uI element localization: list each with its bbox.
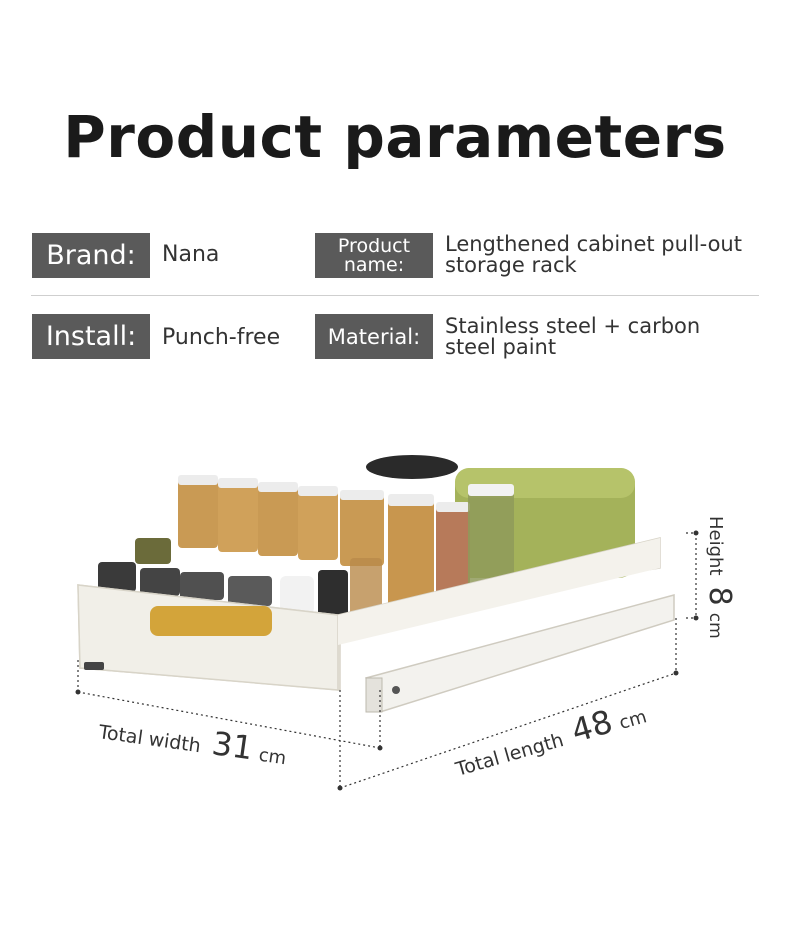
rack-foot xyxy=(84,662,104,670)
dimension-lines xyxy=(77,532,697,789)
material-value: Stainless steel + carbon steel paint xyxy=(445,316,700,358)
back-row-jars xyxy=(178,475,514,608)
product-name-label-line1: Product xyxy=(337,234,411,257)
page-title: Product parameters xyxy=(63,103,727,171)
brand-label-text: Brand: xyxy=(46,240,136,271)
slide-rail xyxy=(364,594,675,713)
product-name-value-line1: Lengthened cabinet pull-out xyxy=(445,232,742,256)
install-label-text: Install: xyxy=(45,321,137,352)
material-value-line2: steel paint xyxy=(445,335,557,359)
row-divider xyxy=(31,295,759,296)
total-width-text: Total width xyxy=(96,721,202,757)
height-label: Height 8 cm xyxy=(702,516,737,639)
product-illustration: Total width 31 cm Total length 48 cm Hei… xyxy=(75,455,737,791)
rack-body xyxy=(77,537,661,691)
product-name-label-line2: name: xyxy=(343,253,405,276)
material-value-line1: Stainless steel + carbon xyxy=(445,314,701,338)
product-name-value-line2: storage rack xyxy=(445,253,577,277)
install-label: Install: xyxy=(32,314,150,359)
total-length-label: Total length 48 cm xyxy=(449,693,650,784)
height-value: 8 xyxy=(702,587,737,606)
product-name-label: Product name: xyxy=(315,233,433,278)
front-row-jars xyxy=(98,538,382,616)
install-value: Punch-free xyxy=(162,325,281,350)
total-width-unit: cm xyxy=(257,745,287,770)
height-unit: cm xyxy=(705,613,725,639)
material-label-text: Material: xyxy=(327,324,421,349)
total-length-unit: cm xyxy=(617,706,649,734)
drawer-handle xyxy=(150,606,272,636)
total-width-label: Total width 31 cm xyxy=(96,708,290,772)
total-width-value: 31 xyxy=(210,724,256,767)
dimension-endpoints xyxy=(75,530,699,791)
material-label: Material: xyxy=(315,314,433,359)
brand-value: Nana xyxy=(162,242,220,267)
height-text: Height xyxy=(705,516,726,576)
product-name-value: Lengthened cabinet pull-out storage rack xyxy=(445,234,742,276)
brand-label: Brand: xyxy=(32,233,150,278)
black-container-lid xyxy=(366,455,458,479)
total-length-text: Total length xyxy=(452,729,566,781)
total-length-value: 48 xyxy=(567,702,617,750)
